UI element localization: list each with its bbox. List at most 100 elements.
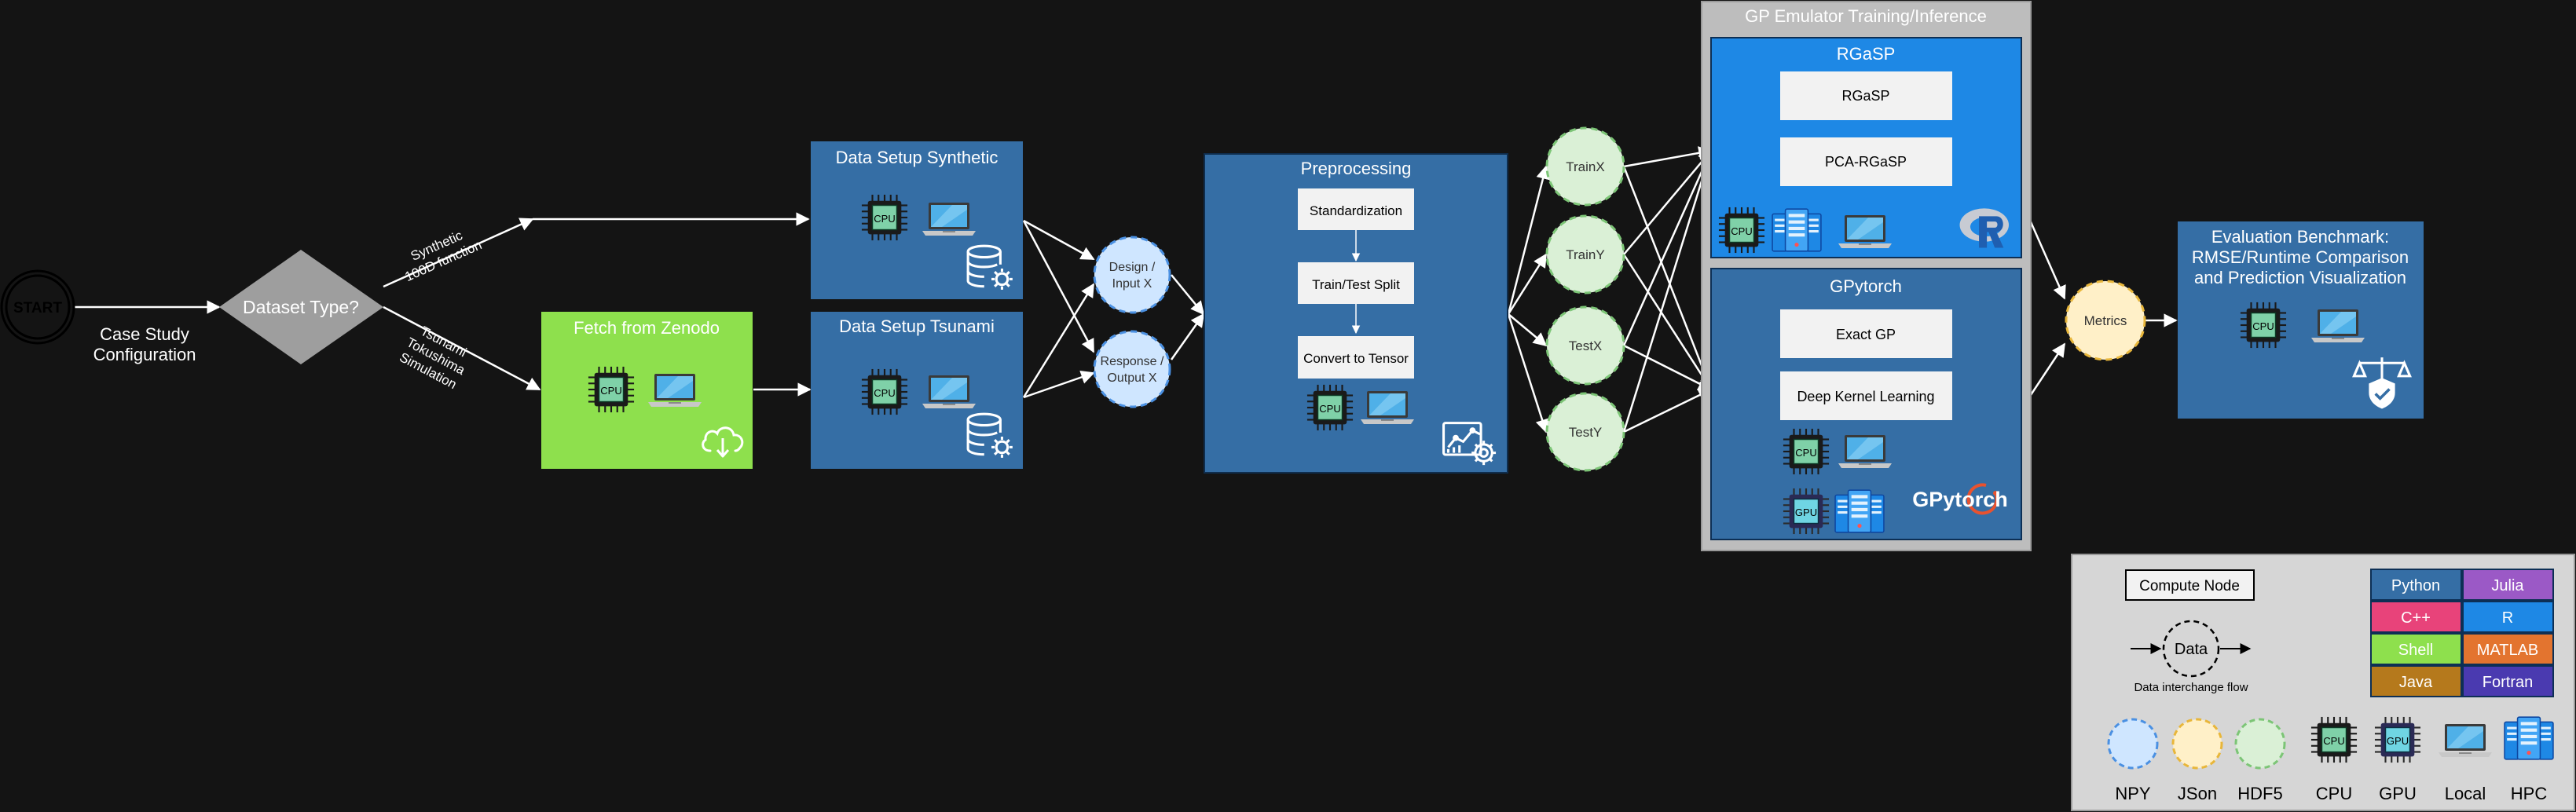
- cpu-icon: CPU: [2310, 715, 2358, 764]
- gpu-chip-label: GPU: [2387, 735, 2409, 747]
- edge-dataset-synthetic: [383, 218, 534, 288]
- edge-trainy-rgasp: [1623, 149, 1713, 255]
- method-exact-gp: Exact GP: [1836, 327, 1896, 342]
- method-rgasp: RGaSP: [1841, 88, 1889, 104]
- tsunami-branch-label: Tsunami Tokushima Simulation: [397, 324, 469, 392]
- edge-dataset-zenodo: [383, 305, 541, 391]
- step-convert-tensor: Convert to Tensor: [1303, 351, 1409, 366]
- lang-r: R: [2502, 609, 2513, 627]
- legend: Compute Node Data Data interchange flow …: [2071, 554, 2575, 811]
- edge-trainx-gpytorch: [1622, 166, 1713, 391]
- edge-design-pre: [1171, 274, 1205, 316]
- split-testy-node: TestY: [1545, 392, 1625, 472]
- edge-pre-testy: [1507, 313, 1549, 433]
- gpytorch-node: GPytorch Exact GP Deep Kernel Learning C…: [1710, 268, 2022, 540]
- cpu-icon: CPU: [1717, 206, 1766, 254]
- language-swatches: [2370, 569, 2554, 697]
- lang-python: Python: [2391, 577, 2440, 594]
- swatch-fortran: [2462, 665, 2554, 697]
- legend-data-circle: [2162, 620, 2220, 678]
- split-label: TestX: [1569, 338, 1603, 353]
- npy-swatch: [2107, 718, 2159, 770]
- design-input-node: Design / Input X: [1093, 236, 1171, 314]
- preprocessing-title: Preprocessing: [1301, 159, 1412, 178]
- swatch-cpp: [2370, 601, 2462, 633]
- cpu-icon: CPU: [860, 193, 909, 242]
- edges: [75, 146, 2178, 433]
- edge-testy-gpytorch: [1623, 388, 1713, 433]
- legend-cpu: CPU: [2316, 784, 2352, 803]
- swatch-r: [2462, 601, 2554, 633]
- evaluation-line2: RMSE/Runtime Comparison: [2192, 247, 2409, 267]
- cpu-icon: CPU: [1782, 427, 1830, 476]
- method-pca-rgasp: PCA-RGaSP: [1825, 154, 1907, 170]
- evaluation-line3: and Prediction Visualization: [2194, 268, 2406, 287]
- lang-fortran: Fortran: [2483, 674, 2533, 691]
- cpu-chip-label: CPU: [874, 213, 895, 225]
- cpu-chip-label: CPU: [2252, 320, 2274, 332]
- cpu-icon: CPU: [860, 368, 909, 416]
- split-label: TrainX: [1566, 159, 1604, 174]
- start-label: START: [13, 300, 62, 316]
- hpc-icon: [1834, 489, 1885, 533]
- step-train-test-split: Train/Test Split: [1312, 277, 1400, 292]
- edge-testx-gpytorch: [1623, 344, 1713, 391]
- cpu-chip-label: CPU: [874, 387, 895, 399]
- legend-local: Local: [2445, 784, 2486, 803]
- rgasp-title: RGaSP: [1837, 44, 1896, 64]
- synthetic-branch-label: Synthetic 100D function: [403, 228, 485, 284]
- evaluation-line1: Evaluation Benchmark:: [2211, 227, 2389, 247]
- cpu-chip-label: CPU: [2323, 735, 2344, 747]
- edge-testx-rgasp: [1622, 149, 1713, 346]
- response-output-node: Response / Output X: [1093, 330, 1171, 408]
- lang-julia: Julia: [2491, 577, 2524, 594]
- preprocessing-node: Preprocessing Standardization Train/Test…: [1204, 153, 1508, 474]
- hpc-icon: [1772, 208, 1822, 252]
- legend-hpc: HPC: [2511, 784, 2548, 803]
- design-line1: Design /: [1109, 261, 1156, 274]
- setup-synthetic-title: Data Setup Synthetic: [836, 148, 999, 167]
- hdf5-swatch: [2234, 718, 2286, 770]
- response-line1: Response /: [1101, 355, 1164, 368]
- edge-trainx-rgasp: [1623, 146, 1713, 168]
- legend-hdf5: HDF5: [2237, 784, 2282, 803]
- cpu-icon: CPU: [587, 365, 636, 414]
- edge-synth-response: [1022, 220, 1095, 353]
- swatch-matlab: [2462, 633, 2554, 665]
- metrics-label: Metrics: [2084, 313, 2127, 328]
- split-trainy-node: TrainY: [1545, 214, 1625, 294]
- fetch-zenodo-node: Fetch from Zenodo CPU: [541, 312, 753, 469]
- gp-emulator-title: GP Emulator Training/Inference: [1745, 6, 1987, 26]
- legend-data-flow: Data interchange flow: [2134, 681, 2248, 694]
- json-swatch: [2171, 718, 2223, 770]
- hpc-icon: [2504, 716, 2554, 760]
- gp-emulator-panel: GP Emulator Training/Inference RGaSP RGa…: [1701, 1, 2032, 551]
- edge-testy-rgasp: [1622, 149, 1714, 433]
- legend-json: JSon: [2178, 784, 2217, 803]
- split-testx-node: TestX: [1545, 305, 1625, 386]
- gpytorch-title: GPytorch: [1830, 276, 1902, 296]
- lang-shell: Shell: [2398, 642, 2433, 659]
- fetch-zenodo-title: Fetch from Zenodo: [573, 318, 720, 338]
- cpu-icon: CPU: [2239, 301, 2288, 349]
- split-label: TestY: [1569, 425, 1603, 440]
- edge-response-pre: [1170, 313, 1205, 360]
- cpu-chip-label: CPU: [1795, 447, 1816, 459]
- edge-tsu-response: [1023, 370, 1095, 399]
- lang-matlab: MATLAB: [2477, 642, 2539, 659]
- cpu-chip-label: CPU: [600, 385, 621, 397]
- lang-cpp: C++: [2401, 609, 2431, 627]
- cpu-chip-label: CPU: [1731, 225, 1752, 237]
- rgasp-node: RGaSP RGaSP PCA-RGaSP CPU: [1710, 37, 2022, 258]
- gpytorch-logo: GPytorch: [1912, 483, 2008, 515]
- setup-tsunami-title: Data Setup Tsunami: [839, 316, 995, 336]
- cpu-icon: CPU: [1306, 383, 1354, 432]
- case-study-line1: Case Study: [100, 324, 189, 344]
- method-deep-kernel-learning: Deep Kernel Learning: [1797, 389, 1934, 404]
- edge-pre-testx: [1508, 313, 1548, 347]
- legend-compute-node: Compute Node: [2139, 578, 2240, 594]
- split-trainx-node: TrainX: [1545, 126, 1625, 207]
- legend-gpu: GPU: [2379, 784, 2417, 803]
- evaluation-node: Evaluation Benchmark: RMSE/Runtime Compa…: [2178, 221, 2424, 419]
- lang-java: Java: [2399, 674, 2433, 691]
